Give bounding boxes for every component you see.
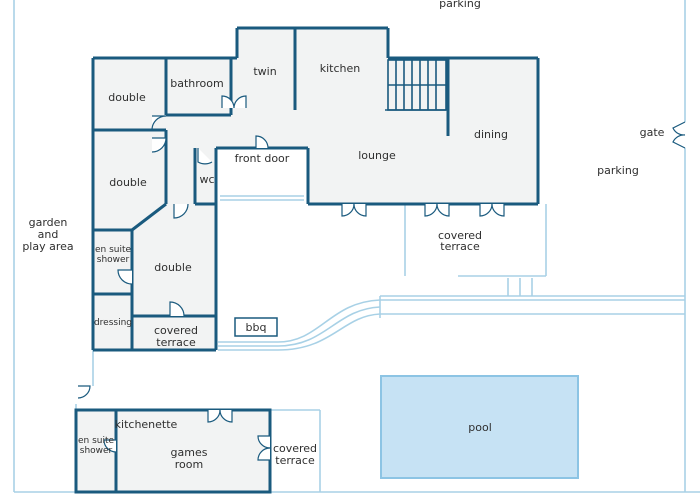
bbq-label: bbq (246, 321, 267, 334)
gate-label: gate (640, 126, 665, 139)
dining-label: dining (474, 128, 508, 141)
garden-label-2: and (38, 228, 59, 241)
parking-top-label: parking (439, 0, 481, 10)
covered-terrace-side-label-1: covered (438, 229, 482, 242)
bathroom-door-icon-2 (233, 95, 247, 109)
covered-terrace-games-label-2: terrace (275, 454, 315, 467)
pool-area (380, 375, 579, 479)
ensuite-main-label-2: shower (97, 255, 130, 265)
ensuite-games-label-2: shower (80, 446, 113, 456)
kitchen-label: kitchen (320, 62, 361, 75)
kitchenette-door-icon-2 (219, 409, 233, 423)
double-top-label: double (108, 91, 146, 104)
wc-label: wc (199, 173, 214, 186)
covered-terrace-main-label-2: terrace (156, 336, 196, 349)
ensuite-main-label-1: en suite (95, 245, 132, 255)
gate-right-icon (672, 134, 686, 149)
games-entry-door-icon (77, 385, 91, 399)
games-side-door-icon-2 (257, 447, 271, 461)
floor-fill (76, 28, 538, 492)
double-mid-label: double (109, 176, 147, 189)
lounge-door-right-icon (353, 203, 367, 217)
dining-door-a-icon (424, 203, 438, 217)
games-ensuite-door-icon (103, 439, 117, 453)
front-door-icon (255, 135, 269, 149)
ensuite-door-icon (117, 269, 133, 285)
covered-terrace-games-label-1: covered (273, 442, 317, 455)
games-room-label-2: room (175, 458, 203, 471)
room-labels: parking parking gate garden and play are… (22, 0, 664, 471)
wc-door-icon (197, 148, 213, 165)
dining-door-b-icon (436, 203, 450, 217)
terrace-door-icon (169, 301, 185, 317)
garden-label-3: play area (22, 240, 73, 253)
front-door-label: front door (235, 152, 290, 165)
games-room-label-1: games (171, 446, 208, 459)
lounge-door-left-icon (341, 203, 355, 217)
bbq-outline (234, 317, 278, 337)
bathroom-label: bathroom (170, 77, 223, 90)
door-swings (77, 95, 686, 461)
double-low-label: double (154, 261, 192, 274)
gate-left-icon (672, 121, 686, 136)
parking-right-label: parking (597, 164, 639, 177)
double-low-door-icon (173, 203, 189, 219)
covered-terrace-main-label-1: covered (154, 324, 198, 337)
dining-door-d-icon (491, 203, 505, 217)
staircase (385, 59, 447, 111)
dining-door-c-icon (479, 203, 493, 217)
dressing-label: dressing (94, 318, 132, 328)
garden-label-1: garden (29, 216, 68, 229)
lounge-label: lounge (358, 149, 396, 162)
pool-label: pool (468, 421, 492, 434)
kitchenette-label: kitchenette (115, 418, 178, 431)
terrace-outlines (75, 195, 685, 492)
double-mid-door-icon (151, 137, 167, 153)
double-top-door-icon (151, 115, 167, 131)
covered-terrace-side-label-2: terrace (440, 240, 480, 253)
ensuite-games-label-1: en suite (78, 436, 115, 446)
twin-label: twin (253, 65, 276, 78)
